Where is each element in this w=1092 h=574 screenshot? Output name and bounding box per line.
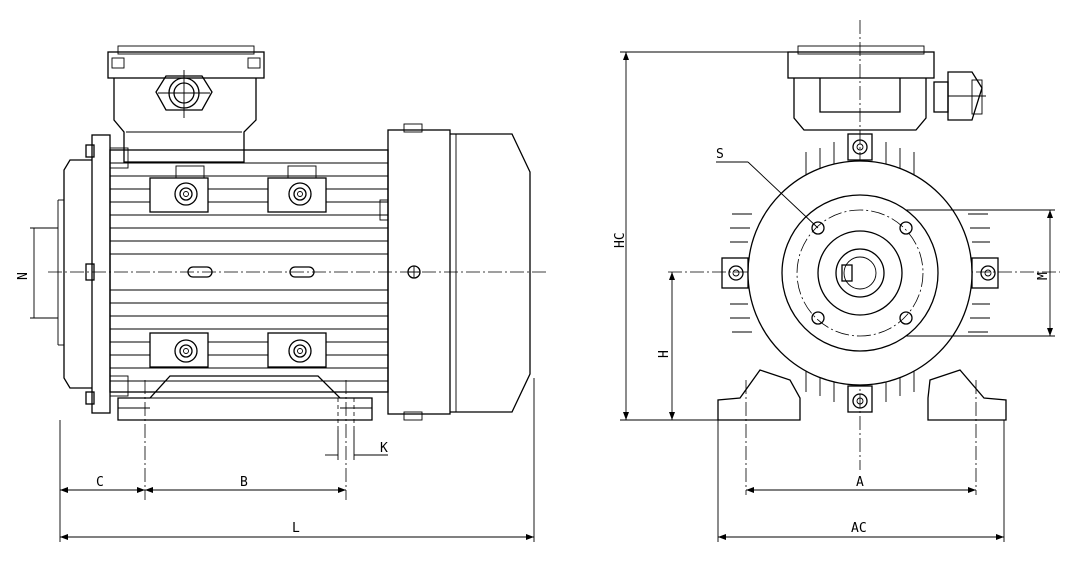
label-s: S: [716, 147, 724, 162]
label-h: H: [657, 350, 672, 358]
side-view: [30, 45, 548, 542]
label-l: L: [292, 521, 300, 536]
label-c: C: [96, 475, 104, 490]
feet-side: [117, 375, 373, 500]
flange-front: [747, 160, 973, 386]
fan-cover-side: [387, 123, 531, 421]
label-ac: AC: [851, 521, 867, 536]
terminal-box-side: [107, 45, 265, 163]
label-n: N: [16, 272, 31, 280]
label-m: M: [1036, 272, 1051, 280]
feet-front: [717, 369, 1007, 495]
motor-body-side: [109, 149, 389, 393]
label-a: A: [856, 475, 864, 490]
flange-side: [57, 134, 129, 414]
dimensions-side: [30, 227, 535, 542]
label-b: B: [240, 475, 248, 490]
dimensions-front: [620, 51, 1055, 542]
terminal-box-front: [787, 45, 986, 131]
front-view: [620, 20, 1060, 542]
lug-bosses-side: [149, 165, 327, 368]
label-k: K: [380, 441, 388, 456]
label-hc: HC: [613, 232, 628, 248]
